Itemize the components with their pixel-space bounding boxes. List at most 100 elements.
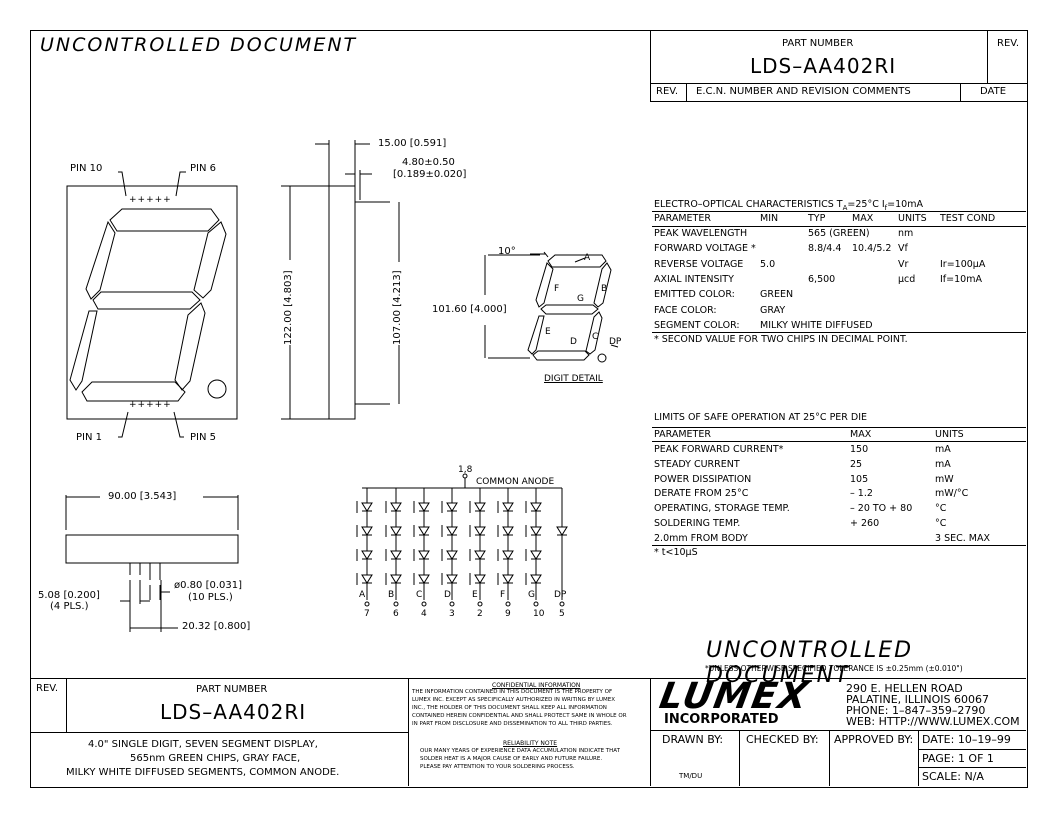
desc-line-3: MILKY WHITE DIFFUSED SEGMENTS, COMMON AN… xyxy=(66,767,340,778)
limits-cell: STEADY CURRENT xyxy=(654,458,740,470)
limits-note: * t<10µS xyxy=(654,547,698,558)
dim-width: 90.00 [3.543] xyxy=(108,491,177,502)
footer-part-number: LDS–AA402RI xyxy=(160,700,307,724)
dim-pitch-count: (4 PLS.) xyxy=(50,601,89,612)
circuit-pin-number: 5 xyxy=(559,609,565,619)
approved-by-label: APPROVED BY: xyxy=(834,733,914,746)
eo-cell: AXIAL INTENSITY xyxy=(654,273,734,285)
led-diode xyxy=(361,550,373,560)
eo-header-cell: MIN xyxy=(760,213,779,224)
circuit-segment-label: D xyxy=(444,590,451,600)
address-4: WEB: HTTP://WWW.LUMEX.COM xyxy=(846,715,1020,728)
eo-cell: 8.8/4.4 xyxy=(808,243,842,255)
eo-title: ELECTRO–OPTICAL CHARACTERISTICS TA=25°C … xyxy=(654,199,923,212)
limits-cell: PEAK FORWARD CURRENT* xyxy=(654,444,784,455)
limits-cell: OPERATING, STORAGE TEMP. xyxy=(654,503,790,515)
limits-rule xyxy=(652,441,1026,442)
dim-row-spacing: 20.32 [0.800] xyxy=(182,621,251,632)
led-diode xyxy=(502,550,514,560)
cathode-pin-dot xyxy=(505,601,511,607)
anode-label: COMMON ANODE xyxy=(476,477,555,487)
circuit-pin-number: 9 xyxy=(505,609,511,619)
conf-line: LUMEX INC. EXCEPT AS SPECIFICALLY AUTHOR… xyxy=(412,697,615,703)
page-field: PAGE: 1 OF 1 xyxy=(922,752,994,765)
limits-cell: mW/°C xyxy=(935,488,969,500)
circuit-segment-label: E xyxy=(472,590,478,600)
eo-cell: 10.4/5.2 xyxy=(852,243,892,255)
led-diode xyxy=(474,526,486,536)
limits-cell: SOLDERING TEMP. xyxy=(654,518,741,529)
limits-cell: mA xyxy=(935,458,951,470)
led-diode xyxy=(418,550,430,560)
led-diode xyxy=(446,526,458,536)
circuit-segment-label: G xyxy=(528,590,535,600)
eo-cell: PEAK WAVELENGTH xyxy=(654,228,748,239)
led-diode xyxy=(418,502,430,512)
led-diode xyxy=(530,502,542,512)
limits-cell: 3 SEC. MAX xyxy=(935,532,990,544)
led-diode xyxy=(502,526,514,536)
led-diode xyxy=(361,574,373,584)
display-front-body xyxy=(66,185,238,420)
desc-line-1: 4.0" SINGLE DIGIT, SEVEN SEGMENT DISPLAY… xyxy=(88,739,318,750)
eo-cell: Vf xyxy=(898,243,908,255)
circuit-segment-label: C xyxy=(416,590,423,600)
seg-f: F xyxy=(554,284,560,294)
circuit-pin-number: 7 xyxy=(364,609,370,619)
led-diode xyxy=(446,550,458,560)
limits-cell: °C xyxy=(935,503,947,515)
eo-header-rule xyxy=(652,226,1026,227)
limits-cell: 2.0mm FROM BODY xyxy=(654,532,748,544)
pin-top-marks: +++++ xyxy=(129,195,172,205)
cathode-pin-dot xyxy=(533,601,539,607)
rev-label: REV. xyxy=(997,38,1019,49)
eo-header-cell: UNITS xyxy=(898,213,927,224)
circuit-pin-number: 6 xyxy=(393,609,399,619)
eo-cell: 565 (GREEN) xyxy=(808,228,870,239)
limits-rule xyxy=(652,545,1026,546)
seg-e: E xyxy=(545,327,551,337)
circuit-segment-label: B xyxy=(388,590,395,600)
conf-line: THE INFORMATION CONTAINED IN THIS DOCUME… xyxy=(412,689,613,695)
led-diode xyxy=(446,574,458,584)
eo-cell: nm xyxy=(898,228,914,239)
digit-detail-segments xyxy=(527,254,612,361)
led-diode xyxy=(390,502,402,512)
eo-cell: FORWARD VOLTAGE * xyxy=(654,243,756,255)
eo-cell: If=10mA xyxy=(940,273,982,285)
circuit-segment-label: A xyxy=(359,590,366,600)
anode-pin-dot xyxy=(462,473,468,479)
led-diode xyxy=(390,550,402,560)
dim-slant: 10° xyxy=(498,246,516,257)
led-diode xyxy=(502,574,514,584)
limits-header-cell: UNITS xyxy=(935,429,964,440)
led-diode xyxy=(474,502,486,512)
watermark-top: UNCONTROLLED DOCUMENT xyxy=(40,34,358,56)
reliability-line: PLEASE PAY ATTENTION TO YOUR SOLDERING P… xyxy=(420,764,575,770)
page-frame xyxy=(30,30,1028,788)
dim-pin-dia: ø0.80 [0.031] xyxy=(174,580,242,591)
eo-cell: Ir=100µA xyxy=(940,258,986,270)
limits-cell: DERATE FROM 25°C xyxy=(654,488,749,500)
circuit-segment-label: DP xyxy=(554,590,567,600)
reliability-line: SOLDER HEAT IS A MAJOR CAUSE OF EARLY AN… xyxy=(420,756,603,762)
limits-cell: 150 xyxy=(850,444,869,455)
led-diode xyxy=(418,526,430,536)
eo-header-cell: PARAMETER xyxy=(654,213,711,224)
part-number: LDS–AA402RI xyxy=(750,54,897,78)
pin1-label: PIN 1 xyxy=(76,432,103,443)
dim-height: 122.00 [4.803] xyxy=(283,270,294,345)
reliability-title: RELIABILITY NOTE xyxy=(503,740,558,747)
led-diode xyxy=(361,502,373,512)
dim-pin-length: 4.80±0.50 xyxy=(402,157,455,168)
led-diode xyxy=(474,574,486,584)
anode-pin-label: 1,8 xyxy=(458,465,473,475)
limits-cell: 25 xyxy=(850,458,863,470)
eo-header-cell: MAX xyxy=(852,213,874,224)
eo-cell: SEGMENT COLOR: xyxy=(654,319,740,331)
conf-line: INC., THE HOLDER OF THIS DOCUMENT SHALL … xyxy=(412,705,607,711)
digit-detail-dp xyxy=(597,353,607,363)
limits-cell: 105 xyxy=(850,473,869,485)
eo-cell: MILKY WHITE DIFFUSED xyxy=(760,319,873,331)
